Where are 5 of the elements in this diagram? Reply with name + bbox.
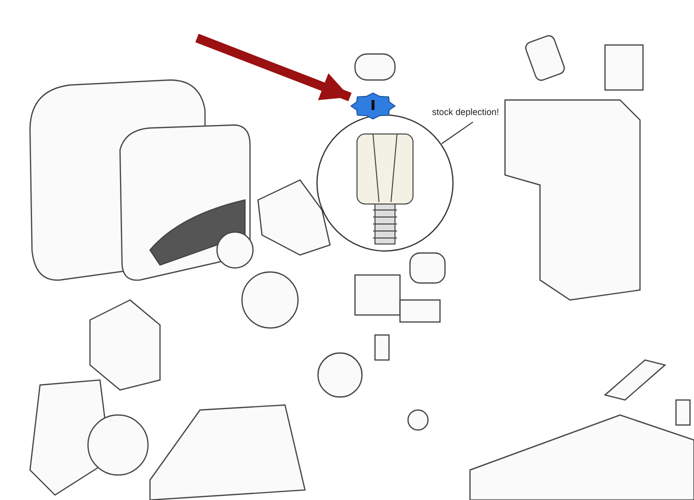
motor-detail-drawing [316, 114, 454, 252]
leader-line [441, 122, 474, 144]
note-text: stock deplection! [432, 106, 500, 120]
coupling-disc-drawing [350, 92, 396, 120]
arrow [195, 34, 352, 102]
